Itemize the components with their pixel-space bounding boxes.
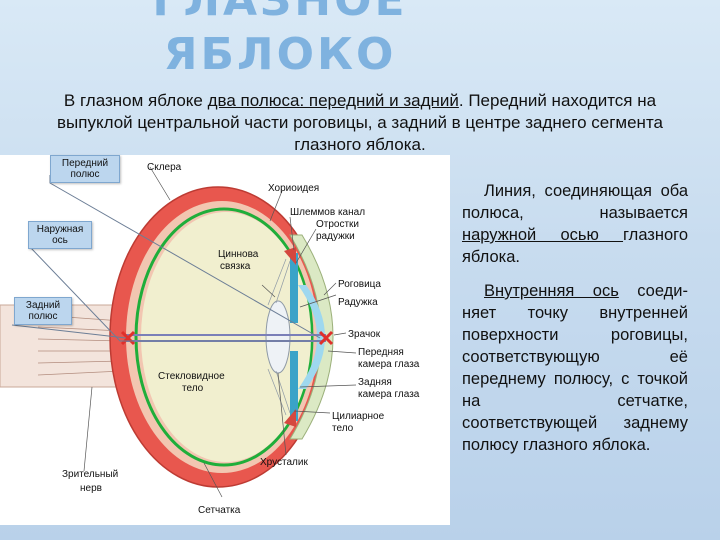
- label-anterior-chamber-1: Передняя: [358, 347, 404, 358]
- label-choroid: Хориоидея: [268, 183, 319, 194]
- lens: [265, 300, 291, 374]
- label-schlemm-canal: Шлеммов канал: [290, 207, 365, 218]
- iris-lower: [290, 351, 298, 421]
- intro-text-2: . Передний находится на выпуклой централ…: [57, 91, 663, 154]
- retina: [134, 207, 314, 467]
- label-vitreous-body-2: тело: [182, 383, 204, 394]
- front-pole-marker: [318, 330, 334, 346]
- tag-back-pole: Задний полюс: [14, 297, 72, 325]
- para1-rest: глазного яблока.: [462, 226, 688, 266]
- cornea: [289, 234, 334, 440]
- intro-text-1: В глазном яблоке: [63, 91, 208, 110]
- vitreous-body: [141, 212, 311, 462]
- label-cornea: Роговица: [338, 279, 381, 290]
- label-posterior-chamber-2: камера глаза: [358, 389, 420, 400]
- ciliary-body: [284, 247, 296, 265]
- tag-back-pole-text: Задний полюс: [25, 300, 61, 322]
- para2-underlined: Внутренняя ось: [484, 282, 619, 300]
- page-title: ГЛАЗНОЕ ЯБЛОКО: [152, 0, 408, 80]
- optic-nerve-fibers: [37, 314, 123, 376]
- tag-outer-axis: Наружная ось: [28, 221, 92, 249]
- label-iris: Радужка: [338, 297, 378, 308]
- outer-axis-paragraph: Линия, соединяющая оба полюса, называетс…: [462, 180, 688, 268]
- tag-front-pole: Передний полюс: [50, 155, 120, 183]
- label-optic-nerve-2: нерв: [80, 483, 102, 494]
- label-optic-nerve-1: Зрительный: [62, 469, 118, 480]
- para1-lead: Линия, соединяющая оба полюса, называетс…: [462, 182, 688, 222]
- label-ciliary-body-1: Цилиарное: [332, 411, 385, 422]
- tag-outer-axis-text: Наружная ось: [36, 224, 84, 246]
- para1-underlined: наружной осью: [462, 226, 624, 244]
- label-leaders: [83, 166, 357, 498]
- intro-paragraph: В глазном яблоке два полюса: передний и …: [40, 90, 680, 156]
- label-pupil: Зрачок: [348, 329, 381, 340]
- zinn-ligament: [267, 258, 291, 416]
- label-ciliary-body-2: тело: [332, 423, 354, 434]
- ciliary-body-lower: [284, 409, 296, 427]
- para2-rest: соеди- няет точку внутренней поверхности…: [462, 282, 688, 454]
- label-ciliary-processes-2: радужки: [316, 231, 355, 242]
- label-zinn-ligament-2: связка: [220, 261, 251, 272]
- tag-front-pole-text: Передний полюс: [61, 158, 109, 180]
- inner-axis-paragraph: Внутренняя ось соеди- няет точку внутрен…: [462, 280, 688, 456]
- eye-diagram-svg: Склера Хориоидея Шлеммов канал Отростки …: [0, 162, 420, 516]
- label-lens: Хрусталик: [260, 457, 308, 468]
- anterior-chamber: [298, 285, 325, 389]
- iris: [290, 253, 298, 323]
- label-retina: Сетчатка: [198, 505, 241, 516]
- eye-diagram: Склера Хориоидея Шлеммов канал Отростки …: [0, 155, 450, 525]
- label-anterior-chamber-2: камера глаза: [358, 359, 420, 370]
- label-posterior-chamber-1: Задняя: [358, 377, 392, 388]
- back-pole-marker: [120, 330, 136, 346]
- label-vitreous-body-1: Стекловидное: [158, 371, 225, 382]
- label-zinn-ligament-1: Циннова: [218, 249, 259, 260]
- intro-underlined: два полюса: передний и задний: [207, 91, 459, 110]
- label-ciliary-processes-1: Отростки: [316, 219, 359, 230]
- label-sclera: Склера: [147, 162, 182, 173]
